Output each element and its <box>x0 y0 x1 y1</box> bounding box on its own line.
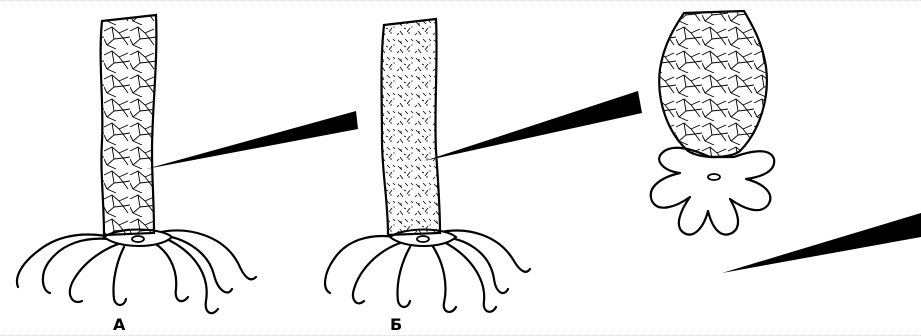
panel-c-tentacles <box>651 148 774 235</box>
panel-a-stalk <box>101 15 157 235</box>
panel-b-stalk <box>382 19 441 235</box>
panel-c-body <box>659 11 767 157</box>
panel-b-label: Б <box>390 315 402 334</box>
panel-a-pipette <box>146 111 358 169</box>
panel-a-organism <box>17 15 358 313</box>
panel-a-label: А <box>113 315 125 334</box>
panel-b-organism <box>325 19 642 312</box>
panel-c-organism <box>651 11 921 273</box>
panel-b-pipette <box>424 91 642 161</box>
panel-c-pipette <box>722 213 921 273</box>
